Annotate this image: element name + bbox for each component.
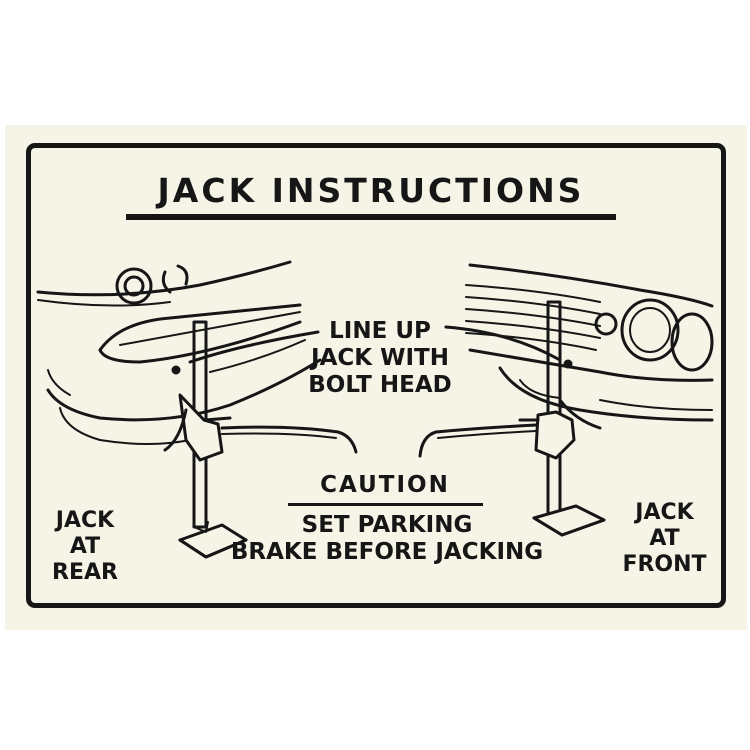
line-up-line-3: BOLT HEAD bbox=[308, 372, 452, 399]
decal-border bbox=[26, 143, 726, 608]
page-title: JACK INSTRUCTIONS bbox=[157, 171, 585, 210]
front-label-line-1: JACK bbox=[635, 500, 694, 525]
caution-text-line-2: BRAKE BEFORE JACKING bbox=[230, 539, 544, 566]
line-up-line-1: LINE UP bbox=[329, 318, 431, 344]
line-up-line-2: JACK WITH bbox=[311, 345, 449, 372]
car-front-illustration bbox=[444, 263, 714, 422]
tail-light-icon bbox=[115, 267, 153, 305]
rear-label-line-1: JACK bbox=[55, 508, 115, 533]
rear-label-line-3: REAR bbox=[52, 559, 118, 585]
jack-at-rear-label: JACK AT REAR bbox=[45, 508, 125, 586]
front-label-line-2: AT bbox=[649, 525, 680, 551]
line-up-instruction: LINE UP JACK WITH BOLT HEAD bbox=[300, 318, 460, 399]
caution-text: SET PARKING BRAKE BEFORE JACKING bbox=[222, 512, 552, 566]
caution-underline bbox=[288, 503, 483, 506]
caution-text-line-1: SET PARKING bbox=[301, 512, 473, 538]
front-label-line-3: FRONT bbox=[622, 551, 707, 577]
decal-background bbox=[5, 125, 747, 630]
caution-heading: CAUTION bbox=[320, 472, 450, 498]
rear-bumper-jack-illustration bbox=[163, 320, 358, 559]
car-rear-illustration bbox=[36, 260, 322, 445]
headlight-icon bbox=[620, 298, 680, 362]
rear-label-line-2: AT bbox=[69, 533, 101, 559]
title-underline bbox=[126, 214, 616, 220]
jack-at-front-label: JACK AT FRONT bbox=[617, 500, 712, 578]
front-bumper-jack-illustration bbox=[418, 300, 606, 537]
